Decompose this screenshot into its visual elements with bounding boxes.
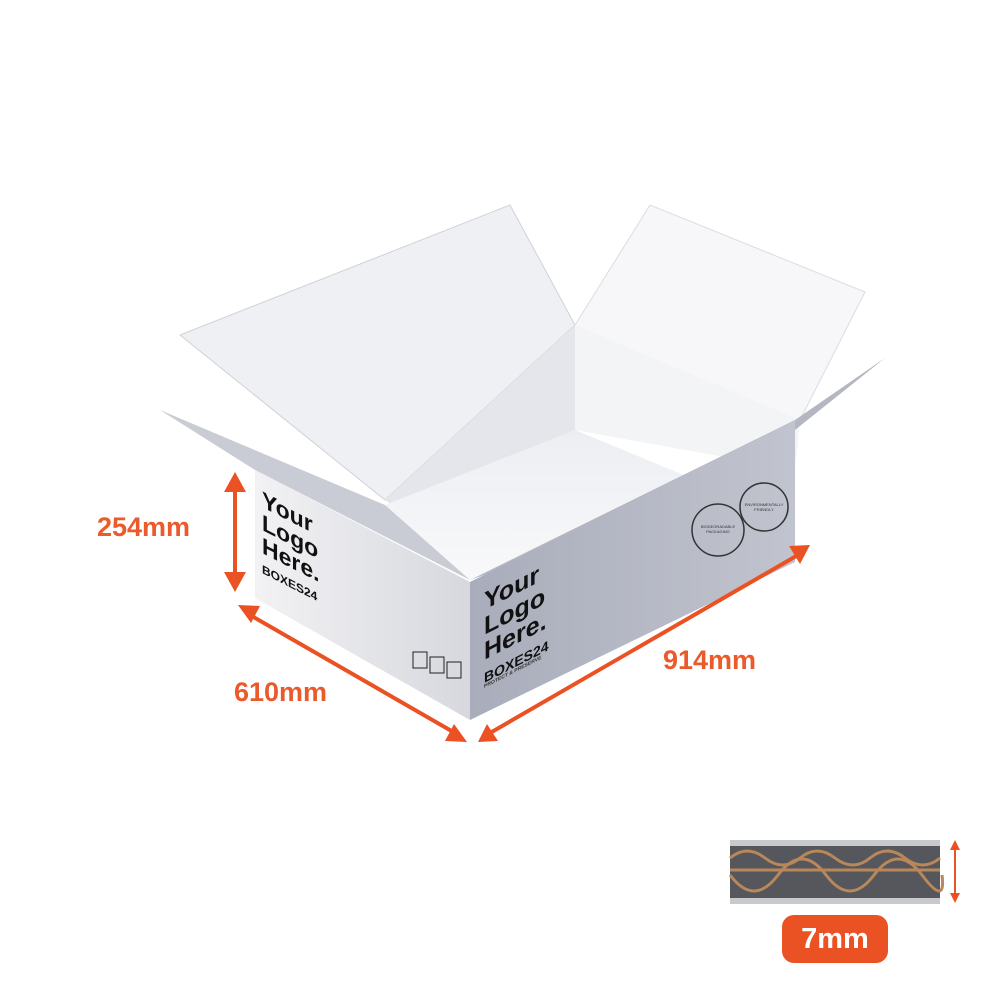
length-arrow [488, 553, 800, 735]
arrow-head [445, 724, 467, 742]
arrow-head [224, 472, 246, 492]
width-label: 610mm [234, 677, 328, 707]
stamp-text-eco: ENVIRONMENTALLY FRIENDLY [744, 502, 784, 512]
recycle-icon [429, 656, 445, 674]
inner-back-wall [385, 325, 575, 510]
wall-thickness-badge: 7mm [782, 915, 888, 963]
biodegradable-stamp [691, 503, 745, 557]
this-way-up-icon [412, 651, 428, 669]
front-left-flap [160, 410, 470, 580]
stamp-text-biodegradable: BIODEGRADABLE PACKAGING [700, 524, 736, 534]
corrugated-cross-section [728, 840, 960, 904]
arrow-head [238, 605, 260, 623]
arrow-head [224, 572, 246, 592]
width-arrow [249, 613, 456, 735]
box-floor [385, 430, 720, 580]
box-left-face [255, 470, 470, 720]
length-label: 914mm [663, 645, 757, 675]
height-label: 254mm [97, 512, 191, 542]
inner-right-wall [575, 325, 800, 470]
fragile-icon [446, 661, 462, 679]
arrow-head [478, 724, 498, 742]
box-right-face [470, 420, 795, 720]
eco-friendly-stamp [739, 482, 789, 532]
arrow-head [789, 545, 810, 564]
